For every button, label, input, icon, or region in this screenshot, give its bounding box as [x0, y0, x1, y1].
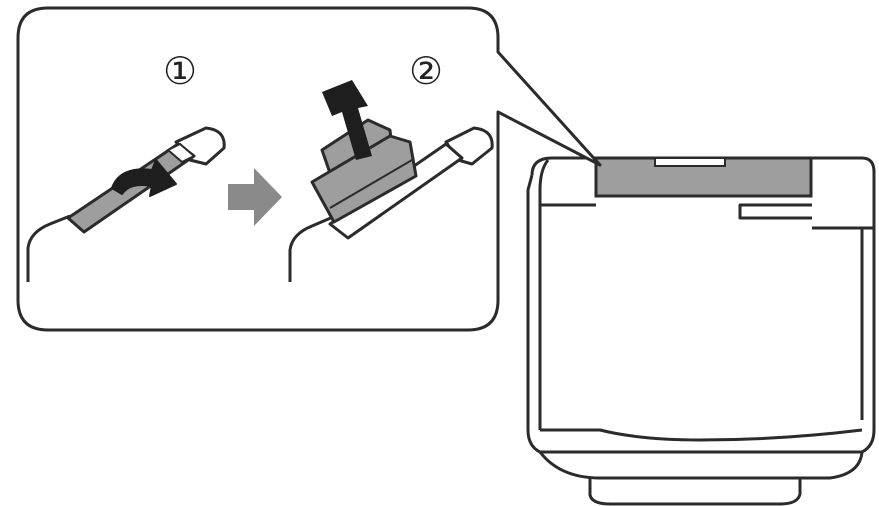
- right-arrow-icon: [228, 168, 282, 226]
- step-1-number: ①: [163, 49, 197, 93]
- printer-lid-step: [738, 203, 812, 220]
- step-2-support-edge: [329, 159, 413, 209]
- step-1-support-edge: [166, 142, 196, 164]
- callout-bubble: [16, 6, 602, 332]
- printer-inner-left: [538, 159, 596, 207]
- step-2-number: ②: [409, 49, 443, 93]
- printer-feed-slot: [654, 157, 726, 167]
- printer: [526, 156, 876, 506]
- up-arrow-icon: [322, 80, 372, 160]
- step-2-printer-outline: [288, 212, 341, 282]
- printer-right-edge: [861, 228, 876, 454]
- printer-front-line: [540, 428, 863, 442]
- curved-arrow-icon: [111, 159, 177, 197]
- step-2-support-front: [310, 134, 418, 224]
- printer-output-tray: [588, 478, 802, 506]
- printer-top-outline: [530, 156, 876, 230]
- step-2-illustration: [288, 80, 494, 282]
- step-1-illustration: [26, 126, 226, 282]
- printer-bottom: [538, 450, 864, 480]
- printer-left-edge: [526, 174, 541, 454]
- step-1-printer-outline: [26, 214, 71, 282]
